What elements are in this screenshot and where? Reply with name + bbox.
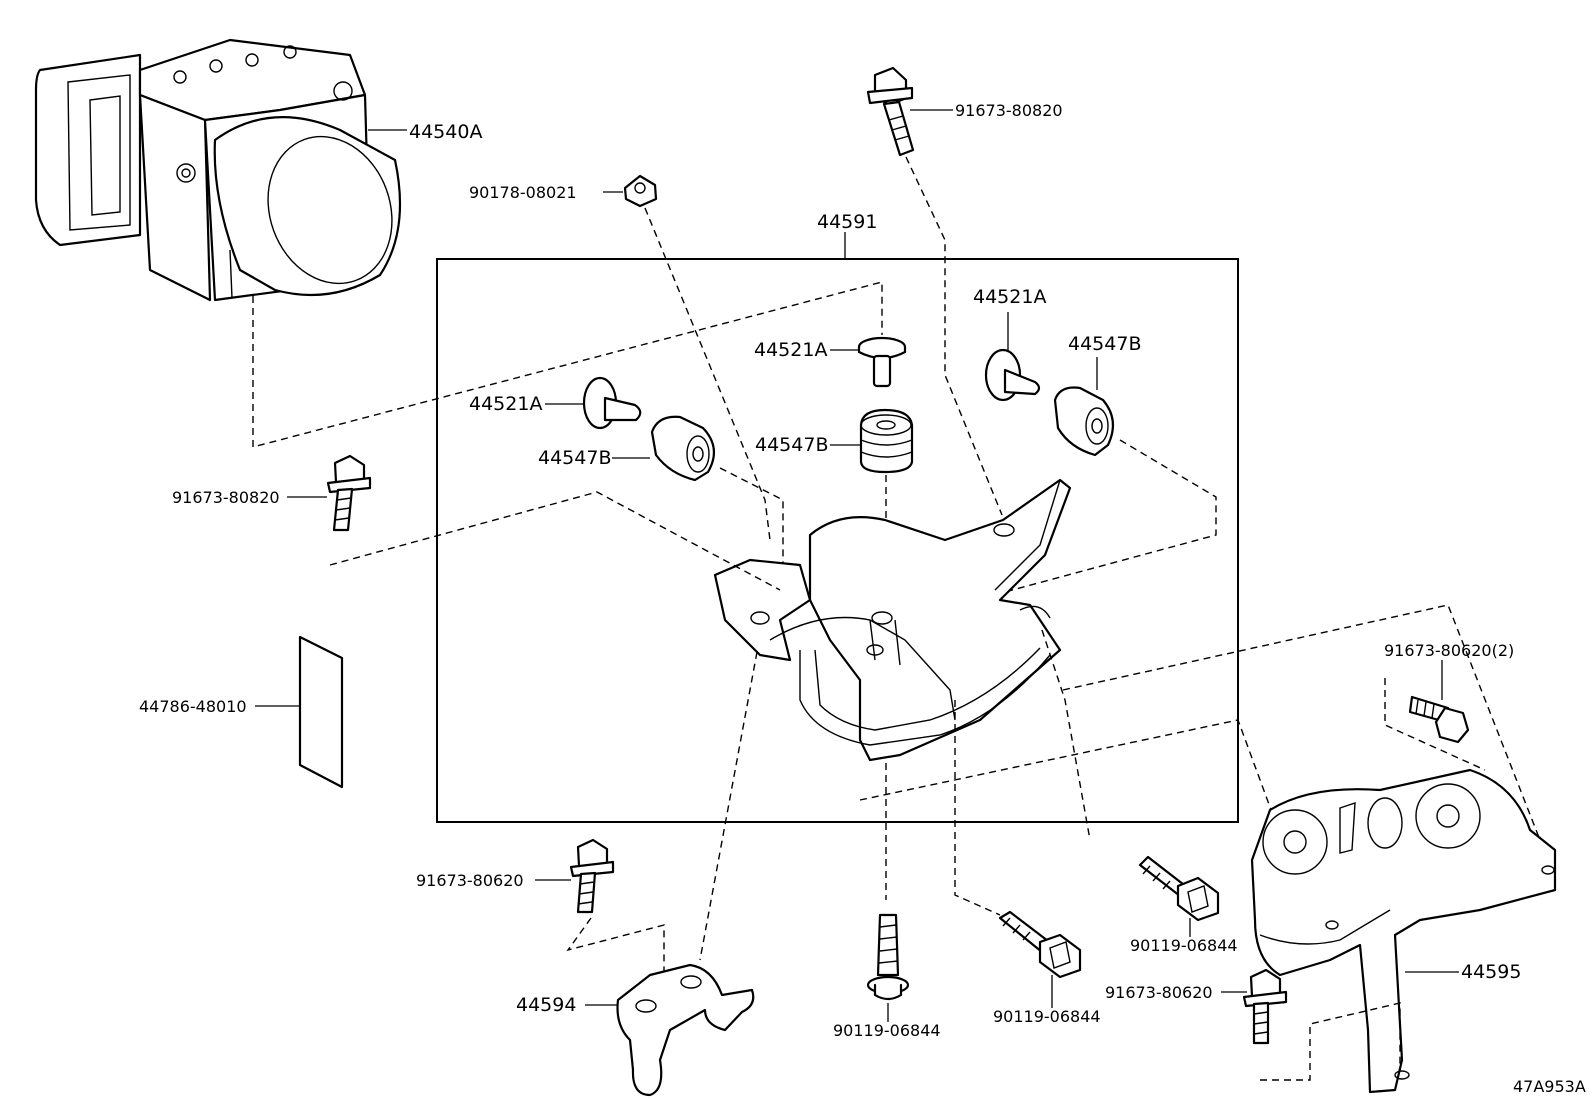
label-collar-right: 44521A: [973, 286, 1046, 308]
label-bolt-bottom-right: 91673-80620: [1105, 983, 1213, 1002]
bolt-left-part: [326, 454, 372, 532]
bracket-assembly-frame: [436, 258, 1239, 823]
label-actuator: 44540A: [409, 121, 482, 143]
cushion-right-part: [1053, 386, 1115, 457]
bolt-center-bottom-part: [866, 913, 910, 1001]
bolt-bottom-left-part: [569, 838, 615, 914]
collar-right-part: [984, 348, 1041, 402]
label-cushion-left: 44547B: [538, 447, 611, 469]
label-bolt-right-bottom: 90119-06844: [1130, 936, 1238, 955]
bolt-br-pair-part: [1408, 695, 1470, 744]
label-bracket-small: 44594: [516, 994, 576, 1016]
diagram-code: 47A953A: [1513, 1077, 1586, 1096]
label-bolt-top: 91673-80820: [955, 101, 1063, 120]
collar-left-part: [582, 376, 642, 430]
label-bolt-mid-bottom: 90119-06844: [993, 1007, 1101, 1026]
label-bracket-right: 44595: [1461, 961, 1521, 983]
label-bolt-bottom-left: 91673-80620: [416, 871, 524, 890]
label-bolt-center-bottom: 90119-06844: [833, 1021, 941, 1040]
abs-actuator-part: [34, 38, 402, 302]
bracket-small-part: [616, 963, 755, 1097]
bolt-right-bottom-part: [1138, 855, 1220, 922]
bolt-mid-bottom-part: [998, 910, 1082, 979]
label-plate-part: [298, 635, 344, 789]
cushion-center-part: [859, 408, 914, 474]
label-bolt-left: 91673-80820: [172, 488, 280, 507]
label-nut-top: 90178-08021: [469, 183, 577, 202]
main-bracket-part: [713, 478, 1072, 762]
bolt-top-part: [866, 66, 915, 157]
label-cushion-right: 44547B: [1068, 333, 1141, 355]
label-label-plate: 44786-48010: [139, 697, 247, 716]
label-bracket-assy: 44591: [817, 211, 877, 233]
label-collar-left: 44521A: [469, 393, 542, 415]
collar-center-part: [857, 336, 907, 388]
bracket-right-part: [1250, 768, 1557, 1094]
bolt-bottom-right-part: [1242, 968, 1288, 1045]
nut-top-part: [623, 174, 658, 208]
label-collar-center: 44521A: [754, 339, 827, 361]
label-cushion-center: 44547B: [755, 434, 828, 456]
label-bolt-br-pair: 91673-80620(2): [1384, 641, 1514, 660]
cushion-left-part: [650, 415, 715, 482]
